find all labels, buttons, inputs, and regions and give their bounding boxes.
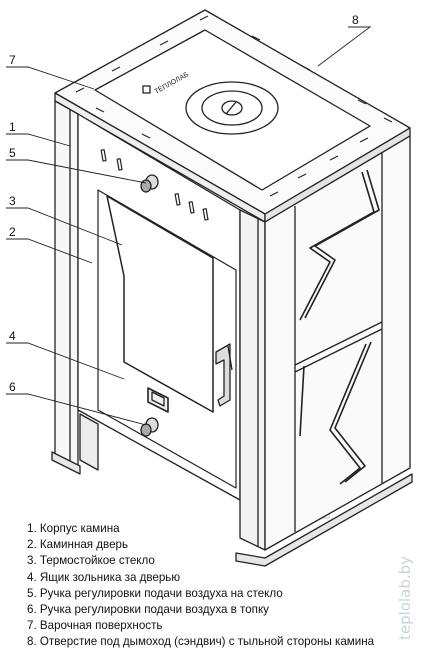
firebox-air-knob: [140, 417, 159, 437]
fireplace-drawing: ТЕПЛОЛАБ: [51, 9, 413, 567]
legend-item: 1. Корпус камина: [27, 522, 120, 535]
legend-item: 3. Термостойкое стекло: [27, 554, 155, 568]
legend: 1. Корпус камина 2. Каминная дверь 3. Те…: [27, 521, 374, 651]
left-leg: [54, 100, 79, 469]
side-panel-seam: [294, 321, 383, 366]
legend-item: 4. Ящик зольника за дверью: [27, 570, 181, 584]
cooking-surface: [94, 29, 371, 191]
callout-8: 8: [352, 13, 359, 27]
callout-2: 2: [9, 225, 16, 239]
base-opening: [79, 413, 99, 471]
side-panel: [264, 135, 411, 551]
burner-middle: [201, 90, 263, 126]
heat-resistant-glass: [106, 195, 214, 413]
callout-4: 4: [9, 329, 16, 343]
legend-item: 5. Ручка регулировки подачи воздуха на с…: [27, 586, 283, 600]
glass-air-knob: [140, 174, 159, 193]
callout-leaders: [6, 26, 372, 426]
door-handle: [215, 343, 231, 407]
watermark-text-2: teplolab.by: [396, 556, 414, 640]
callout-numbers: 8 7 1 5 3 2 4 6: [9, 13, 359, 394]
callout-6: 6: [9, 380, 16, 394]
legend-item: 8. Отверстие под дымоход (сэндвич) с тыл…: [27, 635, 375, 649]
top-plate-slots: [75, 15, 393, 197]
callout-7: 7: [9, 53, 16, 67]
callout-5: 5: [9, 146, 16, 160]
burner-center-slot: [225, 101, 237, 115]
burner-outer: [185, 81, 279, 135]
brand-logo-icon: [142, 85, 151, 94]
callout-3: 3: [9, 194, 16, 208]
side-decor: [299, 169, 380, 485]
legend-item: 2. Каминная дверь: [27, 538, 129, 552]
burner-center-icon: [221, 100, 243, 116]
right-front-leg: [239, 209, 266, 551]
legend-item: 7. Варочная поверхность: [27, 619, 163, 633]
right-foot: [235, 473, 413, 567]
callout-1: 1: [9, 120, 16, 134]
legend-item: 6. Ручка регулировки подачи воздуха в то…: [27, 603, 269, 617]
left-foot: [51, 451, 81, 475]
